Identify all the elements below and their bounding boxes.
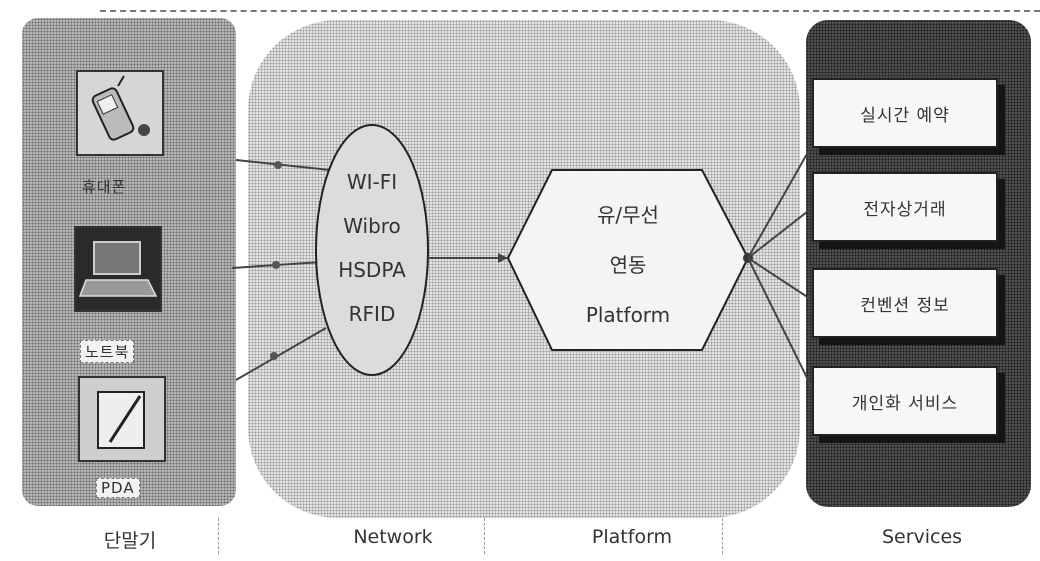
platform-line-2: 연동 bbox=[609, 253, 647, 277]
device-label-laptop: 노트북 bbox=[80, 340, 135, 363]
network-ellipse bbox=[315, 124, 429, 376]
device-label-pda: PDA bbox=[96, 478, 140, 498]
laptop-icon bbox=[74, 226, 162, 312]
mobile-phone-icon bbox=[76, 70, 164, 156]
network-tech-wibro: Wibro bbox=[343, 214, 401, 238]
arrowhead bbox=[498, 253, 508, 263]
connector-node bbox=[272, 261, 280, 269]
connector-service-4 bbox=[747, 257, 813, 389]
column-separator bbox=[722, 518, 723, 554]
network-tech-rfid: RFID bbox=[348, 302, 396, 326]
connector-service-1 bbox=[747, 144, 813, 259]
network-tech-wifi: WI-FI bbox=[346, 170, 398, 194]
service-realtime-reservation: 실시간 예약 bbox=[812, 78, 998, 148]
connector-pda-network bbox=[235, 327, 327, 381]
column-separator bbox=[218, 518, 219, 554]
device-label-phone: 휴대폰 bbox=[82, 178, 127, 196]
connector-node bbox=[270, 352, 278, 360]
service-ecommerce: 전자상거래 bbox=[812, 172, 998, 242]
column-label-network: Network bbox=[353, 526, 433, 548]
connector-phone-network bbox=[235, 159, 331, 171]
connector-service-2 bbox=[747, 207, 813, 259]
column-label-platform: Platform bbox=[591, 526, 673, 548]
column-label-services: Services bbox=[881, 526, 963, 548]
network-tech-list: WI-FI Wibro HSDPA RFID bbox=[316, 160, 428, 336]
column-separator bbox=[484, 518, 485, 554]
service-convention-info: 컨벤션 정보 bbox=[812, 268, 998, 338]
top-dashed-rule bbox=[100, 10, 1040, 12]
connector-node bbox=[274, 161, 282, 169]
column-label-devices: 단말기 bbox=[103, 530, 157, 552]
connector-service-3 bbox=[747, 257, 813, 301]
platform-line-3: Platform bbox=[585, 303, 671, 327]
platform-text: 유/무선 연동 Platform bbox=[550, 190, 706, 340]
platform-line-1: 유/무선 bbox=[597, 203, 659, 227]
service-personalized: 개인화 서비스 bbox=[812, 366, 998, 436]
network-tech-hsdpa: HSDPA bbox=[338, 258, 406, 282]
pda-icon bbox=[78, 376, 166, 462]
